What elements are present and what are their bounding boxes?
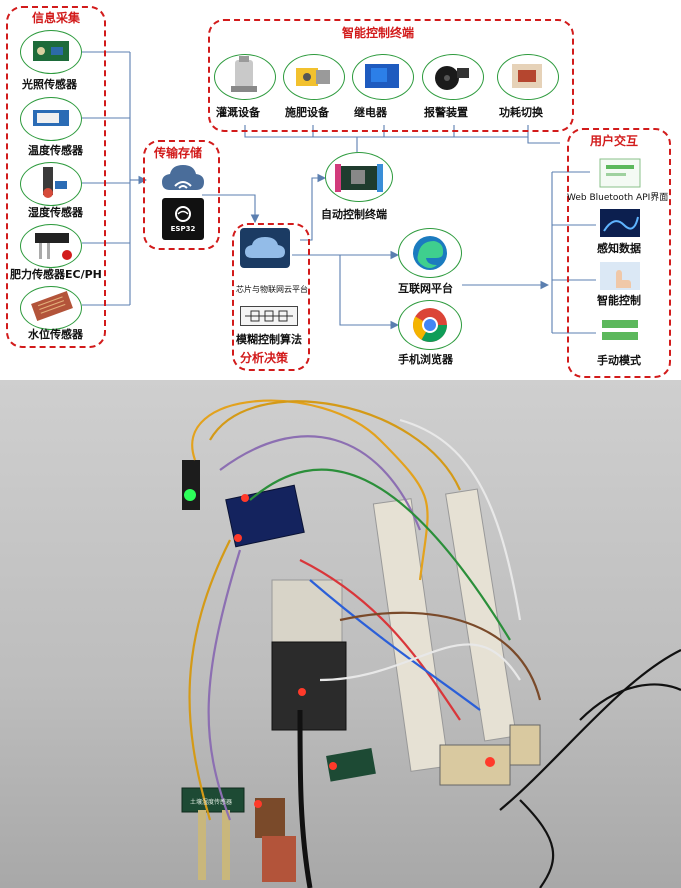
data-screen-icon [596, 205, 644, 245]
mobile-browser-label: 手机浏览器 [398, 353, 453, 366]
moisture-module [181, 787, 245, 813]
web-interface-icon [596, 155, 644, 195]
sensor-label: 湿度传感器 [28, 206, 83, 219]
sensor-circle [20, 224, 82, 268]
user-item-label: 手动模式 [597, 354, 641, 367]
power-module-right [509, 724, 541, 766]
hand-touch-icon [596, 258, 644, 298]
esp32-board-photo [271, 641, 347, 731]
water-level-probe [262, 836, 296, 882]
system-architecture-diagram: 信息采集 智能控制终端 传输存储 ESP32 分析决策 芯片与物联网云平台 模糊… [0, 0, 681, 380]
actuator-label: 灌溉设备 [216, 106, 260, 119]
sensor-label: 肥力传感器EC/PH [10, 268, 102, 281]
water-pump-icon [221, 56, 269, 98]
actuator-circle [214, 54, 276, 100]
group-title-user: 用户交互 [588, 134, 641, 148]
sensor-circle [20, 30, 82, 74]
sensor-label: 温度传感器 [28, 144, 83, 157]
ec-ph-probe-icon [27, 225, 75, 267]
actuator-circle [422, 54, 484, 100]
auto-control-terminal-circle [325, 152, 393, 202]
fuzzy-control-algorithm-label: 模糊控制算法 [236, 333, 302, 346]
actuator-label: 继电器 [354, 106, 387, 119]
group-title-info: 信息采集 [30, 11, 83, 25]
user-item-label: Web Bluetooth API界面 [567, 193, 669, 203]
internet-platform-label: 互联网平台 [398, 282, 453, 295]
light-sensor-board-icon [27, 31, 75, 73]
esp32-chip-text: ESP32 [170, 225, 196, 233]
power-module-left [439, 744, 511, 786]
actuator-circle [497, 54, 559, 100]
group-analysis-decision [232, 223, 310, 371]
prototype-photo-illustration: 土壤湿度传感器 [0, 380, 681, 888]
dev-board-icon [335, 164, 383, 192]
breadboard-long-right [445, 488, 517, 742]
user-item-label: 感知数据 [597, 242, 641, 255]
breadboard-long-left [372, 498, 450, 772]
sensor-module-right [326, 748, 376, 782]
water-level-sensor-icon [27, 287, 75, 329]
moisture-module-text: 土壤湿度传感器 [190, 798, 232, 806]
actuator-label: 报警装置 [424, 106, 468, 119]
motor-device-icon [290, 56, 338, 98]
buzzer-icon [429, 56, 477, 98]
user-item-label: 智能控制 [597, 294, 641, 307]
actuator-circle [283, 54, 345, 100]
manual-buttons-icon [596, 312, 644, 352]
auto-control-terminal-label: 自动控制终端 [321, 208, 387, 221]
group-info-collection [6, 6, 106, 348]
group-transfer-storage [143, 140, 220, 250]
chrome-browser-icon [413, 308, 447, 342]
soil-probe-left [198, 810, 206, 880]
iot-cloud-label: 芯片与物联网云平台 [236, 285, 308, 294]
internet-platform-circle [398, 228, 462, 278]
sensor-module-green [182, 460, 200, 510]
sensor-label: 光照传感器 [22, 78, 77, 91]
edge-browser-icon [413, 236, 447, 270]
actuator-label: 功耗切换 [499, 106, 543, 119]
sensor-circle [20, 97, 82, 141]
soil-probe-right [222, 810, 230, 880]
mobile-browser-circle [398, 300, 462, 350]
relay-module-icon [359, 56, 407, 98]
group-title-transfer: 传输存储 [152, 146, 205, 160]
group-user-interaction [567, 128, 671, 378]
group-smart-control [208, 19, 574, 132]
actuator-label: 施肥设备 [285, 106, 329, 119]
sensor-circle [20, 162, 82, 206]
humidity-sensor-probe-icon [27, 163, 75, 205]
temperature-sensor-module-icon [27, 98, 75, 140]
iot-cloud-icon [240, 228, 290, 268]
actuator-circle [352, 54, 414, 100]
sensor-label: 水位传感器 [28, 328, 83, 341]
algorithm-board-icon [240, 306, 298, 326]
hardware-prototype-photo: 土壤湿度传感器 [0, 380, 681, 888]
sensor-circle [20, 286, 82, 330]
group-title-analysis: 分析决策 [238, 351, 291, 365]
cloud-wifi-icon [160, 162, 206, 194]
esp32-chip-icon: ESP32 [162, 198, 204, 240]
power-switch-module-icon [504, 56, 552, 98]
group-title-smart-control: 智能控制终端 [340, 26, 417, 40]
